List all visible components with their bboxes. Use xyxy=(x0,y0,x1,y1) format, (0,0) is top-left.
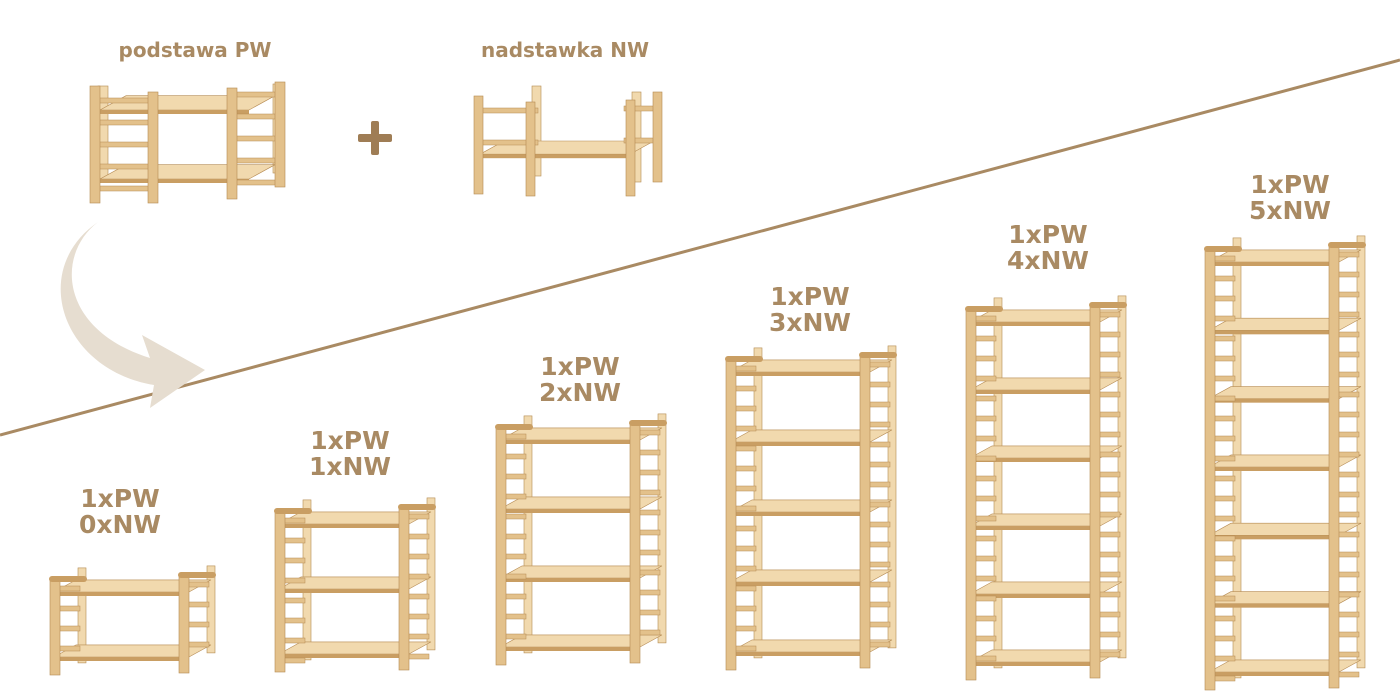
shelf-board-edge xyxy=(970,526,1100,530)
top-cap xyxy=(398,504,436,510)
frame-post xyxy=(993,297,1003,669)
shelf-config-image-1 xyxy=(274,497,436,673)
frame-post xyxy=(652,91,663,183)
base-part-label: podstawa PW xyxy=(118,38,272,62)
base-part-image xyxy=(89,81,286,207)
frame-post xyxy=(49,579,61,676)
extension-part-label: nadstawka NW xyxy=(480,38,650,62)
frame-post xyxy=(887,345,897,649)
top-cap xyxy=(629,420,667,426)
frame-post xyxy=(629,423,641,664)
frame-post xyxy=(178,575,190,674)
extension-part-image xyxy=(472,85,663,197)
shelf-board-edge xyxy=(1209,672,1339,676)
shelf-config-image-4 xyxy=(965,295,1127,681)
frame-post xyxy=(226,87,238,200)
frame-post xyxy=(274,81,286,188)
top-cap xyxy=(49,576,87,582)
shelf-board-edge xyxy=(970,594,1100,598)
frame-post xyxy=(1089,305,1101,679)
shelf-board-edge xyxy=(1209,262,1339,266)
side-rung xyxy=(91,97,151,104)
shelf-board-edge xyxy=(279,524,409,528)
top-cap xyxy=(965,306,1003,312)
side-rung xyxy=(91,141,151,148)
frame-post xyxy=(77,567,87,664)
side-rung xyxy=(91,119,151,126)
frame-post xyxy=(147,91,159,204)
shelf-board-edge xyxy=(279,654,409,658)
shelf-board-edge xyxy=(100,110,249,114)
plus-sign-icon xyxy=(358,121,392,155)
shelf-board-edge xyxy=(480,154,630,159)
shelf-board-edge xyxy=(1209,603,1339,608)
shelf-board-edge xyxy=(970,458,1100,462)
frame-post xyxy=(625,99,636,197)
shelf-board-edge xyxy=(279,589,409,593)
shelf-board-edge xyxy=(500,509,640,513)
shelf-board-edge xyxy=(100,179,249,183)
shelf-board-edge xyxy=(1209,330,1339,335)
shelf-board-edge xyxy=(54,657,189,661)
top-cap xyxy=(1089,302,1127,308)
frame-post xyxy=(1204,249,1216,691)
top-cap xyxy=(495,424,533,430)
side-rung xyxy=(91,185,151,192)
shelf-board-edge xyxy=(970,322,1100,326)
shelf-board-edge xyxy=(730,372,870,376)
shelf-board-edge xyxy=(500,440,640,444)
shelf-board-edge xyxy=(730,512,870,516)
frame-post xyxy=(1328,245,1340,689)
frame-post xyxy=(206,565,216,654)
side-rung xyxy=(91,163,151,170)
frame-post xyxy=(657,413,667,644)
shelf-board-edge xyxy=(1209,467,1339,471)
shelf-board-edge xyxy=(730,442,870,446)
top-cap xyxy=(725,356,763,362)
frame-post xyxy=(859,355,871,669)
frame-post xyxy=(274,511,286,673)
frame-post xyxy=(965,309,977,681)
top-cap xyxy=(178,572,216,578)
frame-post xyxy=(398,507,410,671)
shelf-board-edge xyxy=(54,592,189,596)
frame-post xyxy=(89,85,101,204)
frame-post xyxy=(725,359,737,671)
shelf-config-image-0 xyxy=(49,565,216,676)
shelf-board-edge xyxy=(500,647,640,651)
top-cap xyxy=(859,352,897,358)
shelf-board-edge xyxy=(500,578,640,582)
shelf-config-image-5 xyxy=(1204,235,1366,691)
shelf-board-edge xyxy=(970,662,1100,666)
shelf-board-edge xyxy=(1209,398,1339,403)
shelf-config-image-2 xyxy=(495,413,667,666)
frame-post xyxy=(525,101,536,197)
top-cap xyxy=(1328,242,1366,248)
shelf-board-edge xyxy=(730,582,870,586)
shelf-board-edge xyxy=(1209,535,1339,540)
shelf-board-edge xyxy=(730,652,870,656)
top-cap xyxy=(274,508,312,514)
shelf-config-image-3 xyxy=(725,345,897,671)
frame-post xyxy=(473,95,484,195)
shelf-board-edge xyxy=(970,390,1100,394)
frame-post xyxy=(495,427,507,666)
top-cap xyxy=(1204,246,1242,252)
